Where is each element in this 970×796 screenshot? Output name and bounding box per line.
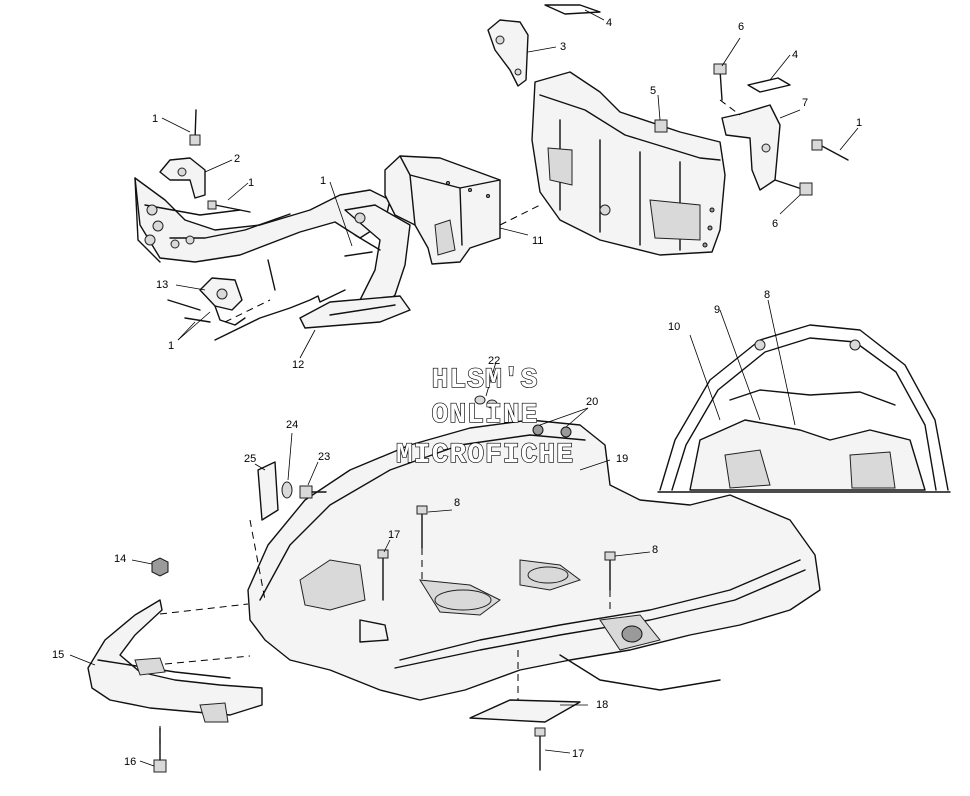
callout-8: 8 bbox=[652, 544, 658, 556]
leader-lines bbox=[69, 9, 859, 767]
callout-7: 7 bbox=[802, 97, 808, 109]
callout-1: 1 bbox=[168, 340, 174, 352]
callout-14: 14 bbox=[114, 553, 126, 565]
callout-8: 8 bbox=[454, 497, 460, 509]
rear-frame-assembly bbox=[487, 4, 849, 256]
callout-4: 4 bbox=[792, 49, 798, 61]
watermark-line-2: ONLINE bbox=[432, 400, 539, 431]
callout-1: 1 bbox=[856, 117, 862, 129]
inset-nose-pan-view bbox=[657, 324, 951, 493]
callout-20: 20 bbox=[586, 396, 598, 408]
callout-17: 17 bbox=[388, 529, 400, 541]
watermark-line-1: HLSM'S bbox=[432, 365, 539, 396]
front-frame-assembly bbox=[134, 109, 411, 341]
callout-6: 6 bbox=[772, 218, 778, 230]
callout-10: 10 bbox=[668, 321, 680, 333]
callout-11: 11 bbox=[532, 235, 543, 247]
callout-25: 25 bbox=[244, 453, 256, 465]
callout-19: 19 bbox=[616, 453, 628, 465]
callout-4: 4 bbox=[606, 17, 612, 29]
callout-16: 16 bbox=[124, 756, 136, 768]
callout-1: 1 bbox=[320, 175, 326, 187]
hardware-parts bbox=[151, 395, 616, 773]
callout-3: 3 bbox=[560, 41, 566, 53]
callout-17: 17 bbox=[572, 748, 584, 760]
steering-support-11 bbox=[384, 155, 501, 265]
front-bumper-15 bbox=[87, 599, 263, 723]
callout-18: 18 bbox=[596, 699, 608, 711]
callout-labels: 1 1 1 1 1 2 3 4 4 5 6 6 7 8 8 8 9 10 11 … bbox=[52, 17, 862, 768]
assembly-lines bbox=[159, 99, 741, 750]
callout-5: 5 bbox=[650, 85, 656, 97]
watermark: HLSM'S ONLINE MICROFICHE bbox=[395, 364, 574, 471]
callout-8: 8 bbox=[764, 289, 770, 301]
callout-13: 13 bbox=[156, 279, 168, 291]
callout-1: 1 bbox=[152, 113, 158, 125]
callout-6: 6 bbox=[738, 21, 744, 33]
callout-23: 23 bbox=[318, 451, 330, 463]
callout-15: 15 bbox=[52, 649, 64, 661]
callout-12: 12 bbox=[292, 359, 304, 371]
callout-9: 9 bbox=[714, 304, 720, 316]
callout-22: 22 bbox=[488, 355, 500, 367]
watermark-line-3: MICROFICHE bbox=[396, 440, 574, 471]
callout-2: 2 bbox=[234, 153, 240, 165]
nose-pan-19 bbox=[247, 419, 821, 701]
callout-24: 24 bbox=[286, 419, 298, 431]
callout-1: 1 bbox=[248, 177, 254, 189]
